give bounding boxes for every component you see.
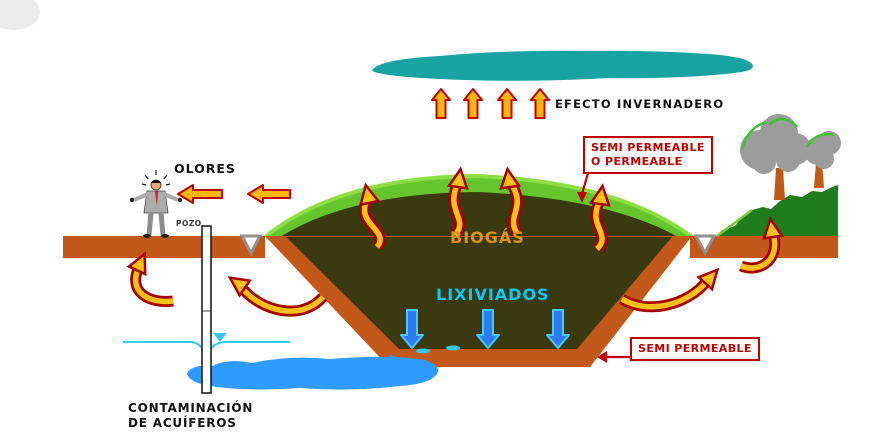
corner-smudge (0, 0, 40, 30)
person-icon (129, 170, 183, 238)
groundwater-plume (187, 356, 439, 390)
contaminacion-line2: DE ACUÍFEROS (128, 415, 237, 430)
greenhouse-arrow-icon (497, 88, 517, 119)
greenhouse-gas-cloud (372, 50, 753, 81)
greenhouse-emission-arrows (431, 88, 550, 119)
tree-canopy-highlight (740, 117, 835, 151)
gas-escape-arrow-icon (446, 166, 469, 239)
ground-left (63, 236, 265, 258)
pointer-bottom-box (597, 351, 630, 363)
hill-edge (716, 208, 753, 238)
efecto-invernadero-label: EFECTO INVERNADERO (555, 97, 725, 111)
tree-trunk (774, 168, 785, 200)
odor-arrow-icon (177, 184, 223, 204)
landfill-cover-edge (263, 173, 694, 239)
greenhouse-arrow-icon (431, 88, 451, 119)
drainage-notch-left (239, 234, 263, 257)
gas-escape-arrow-icon (588, 183, 611, 253)
gas-escape-arrow-icon (358, 182, 386, 251)
contaminacion-line1: CONTAMINACIÓN (128, 401, 254, 415)
semi-permeable-top-line2: O PERMEABLE (591, 155, 683, 168)
lixiviados-label: LIXIVIADOS (436, 285, 550, 304)
gas-migration-arrow-icon (739, 216, 785, 274)
ground-right (690, 236, 838, 258)
leachate-drop (446, 345, 460, 351)
landfill-waste-pit (286, 237, 672, 349)
stink-lines (141, 170, 171, 186)
gas-migration-arrow-icon (227, 276, 328, 317)
gas-escape-arrows (126, 166, 785, 317)
tree-canopy (740, 114, 841, 174)
hill (717, 185, 838, 236)
pointer-top-box (577, 172, 590, 203)
odor-arrow-icon (247, 184, 291, 204)
contaminacion-acuiferos-label: CONTAMINACIÓN DE ACUÍFEROS (128, 401, 268, 430)
gas-escape-arrow-icon (499, 166, 523, 237)
semi-permeable-o-permeable-label: SEMI PERMEABLE O PERMEABLE (583, 136, 713, 174)
greenhouse-arrow-icon (463, 88, 483, 119)
leachate-arrow-icon (546, 309, 570, 349)
semi-permeable-label: SEMI PERMEABLE (630, 337, 760, 361)
pozo-label: POZO (176, 219, 202, 228)
drainage-notch-right (693, 234, 717, 257)
biogas-label: BIOGÁS (450, 228, 525, 247)
leachate-arrow-icon (400, 309, 424, 349)
water-table-marker (213, 333, 227, 342)
semi-permeable-top-line1: SEMI PERMEABLE (591, 141, 705, 154)
leachate-arrow-icon (476, 309, 500, 349)
leachate-drop (416, 348, 430, 354)
landfill-waste-dome (280, 192, 678, 237)
leachate-arrows (400, 309, 570, 349)
olores-label: OLORES (174, 161, 236, 176)
greenhouse-arrow-icon (530, 88, 550, 119)
leachate-leak (386, 355, 437, 371)
gas-migration-arrow-icon (619, 267, 720, 313)
odor-arrows (177, 184, 291, 204)
pointer-arrowhead (577, 192, 587, 203)
gas-migration-arrow-icon (126, 251, 174, 307)
pointer-arrowhead (597, 351, 607, 363)
well-pipe (201, 225, 212, 394)
